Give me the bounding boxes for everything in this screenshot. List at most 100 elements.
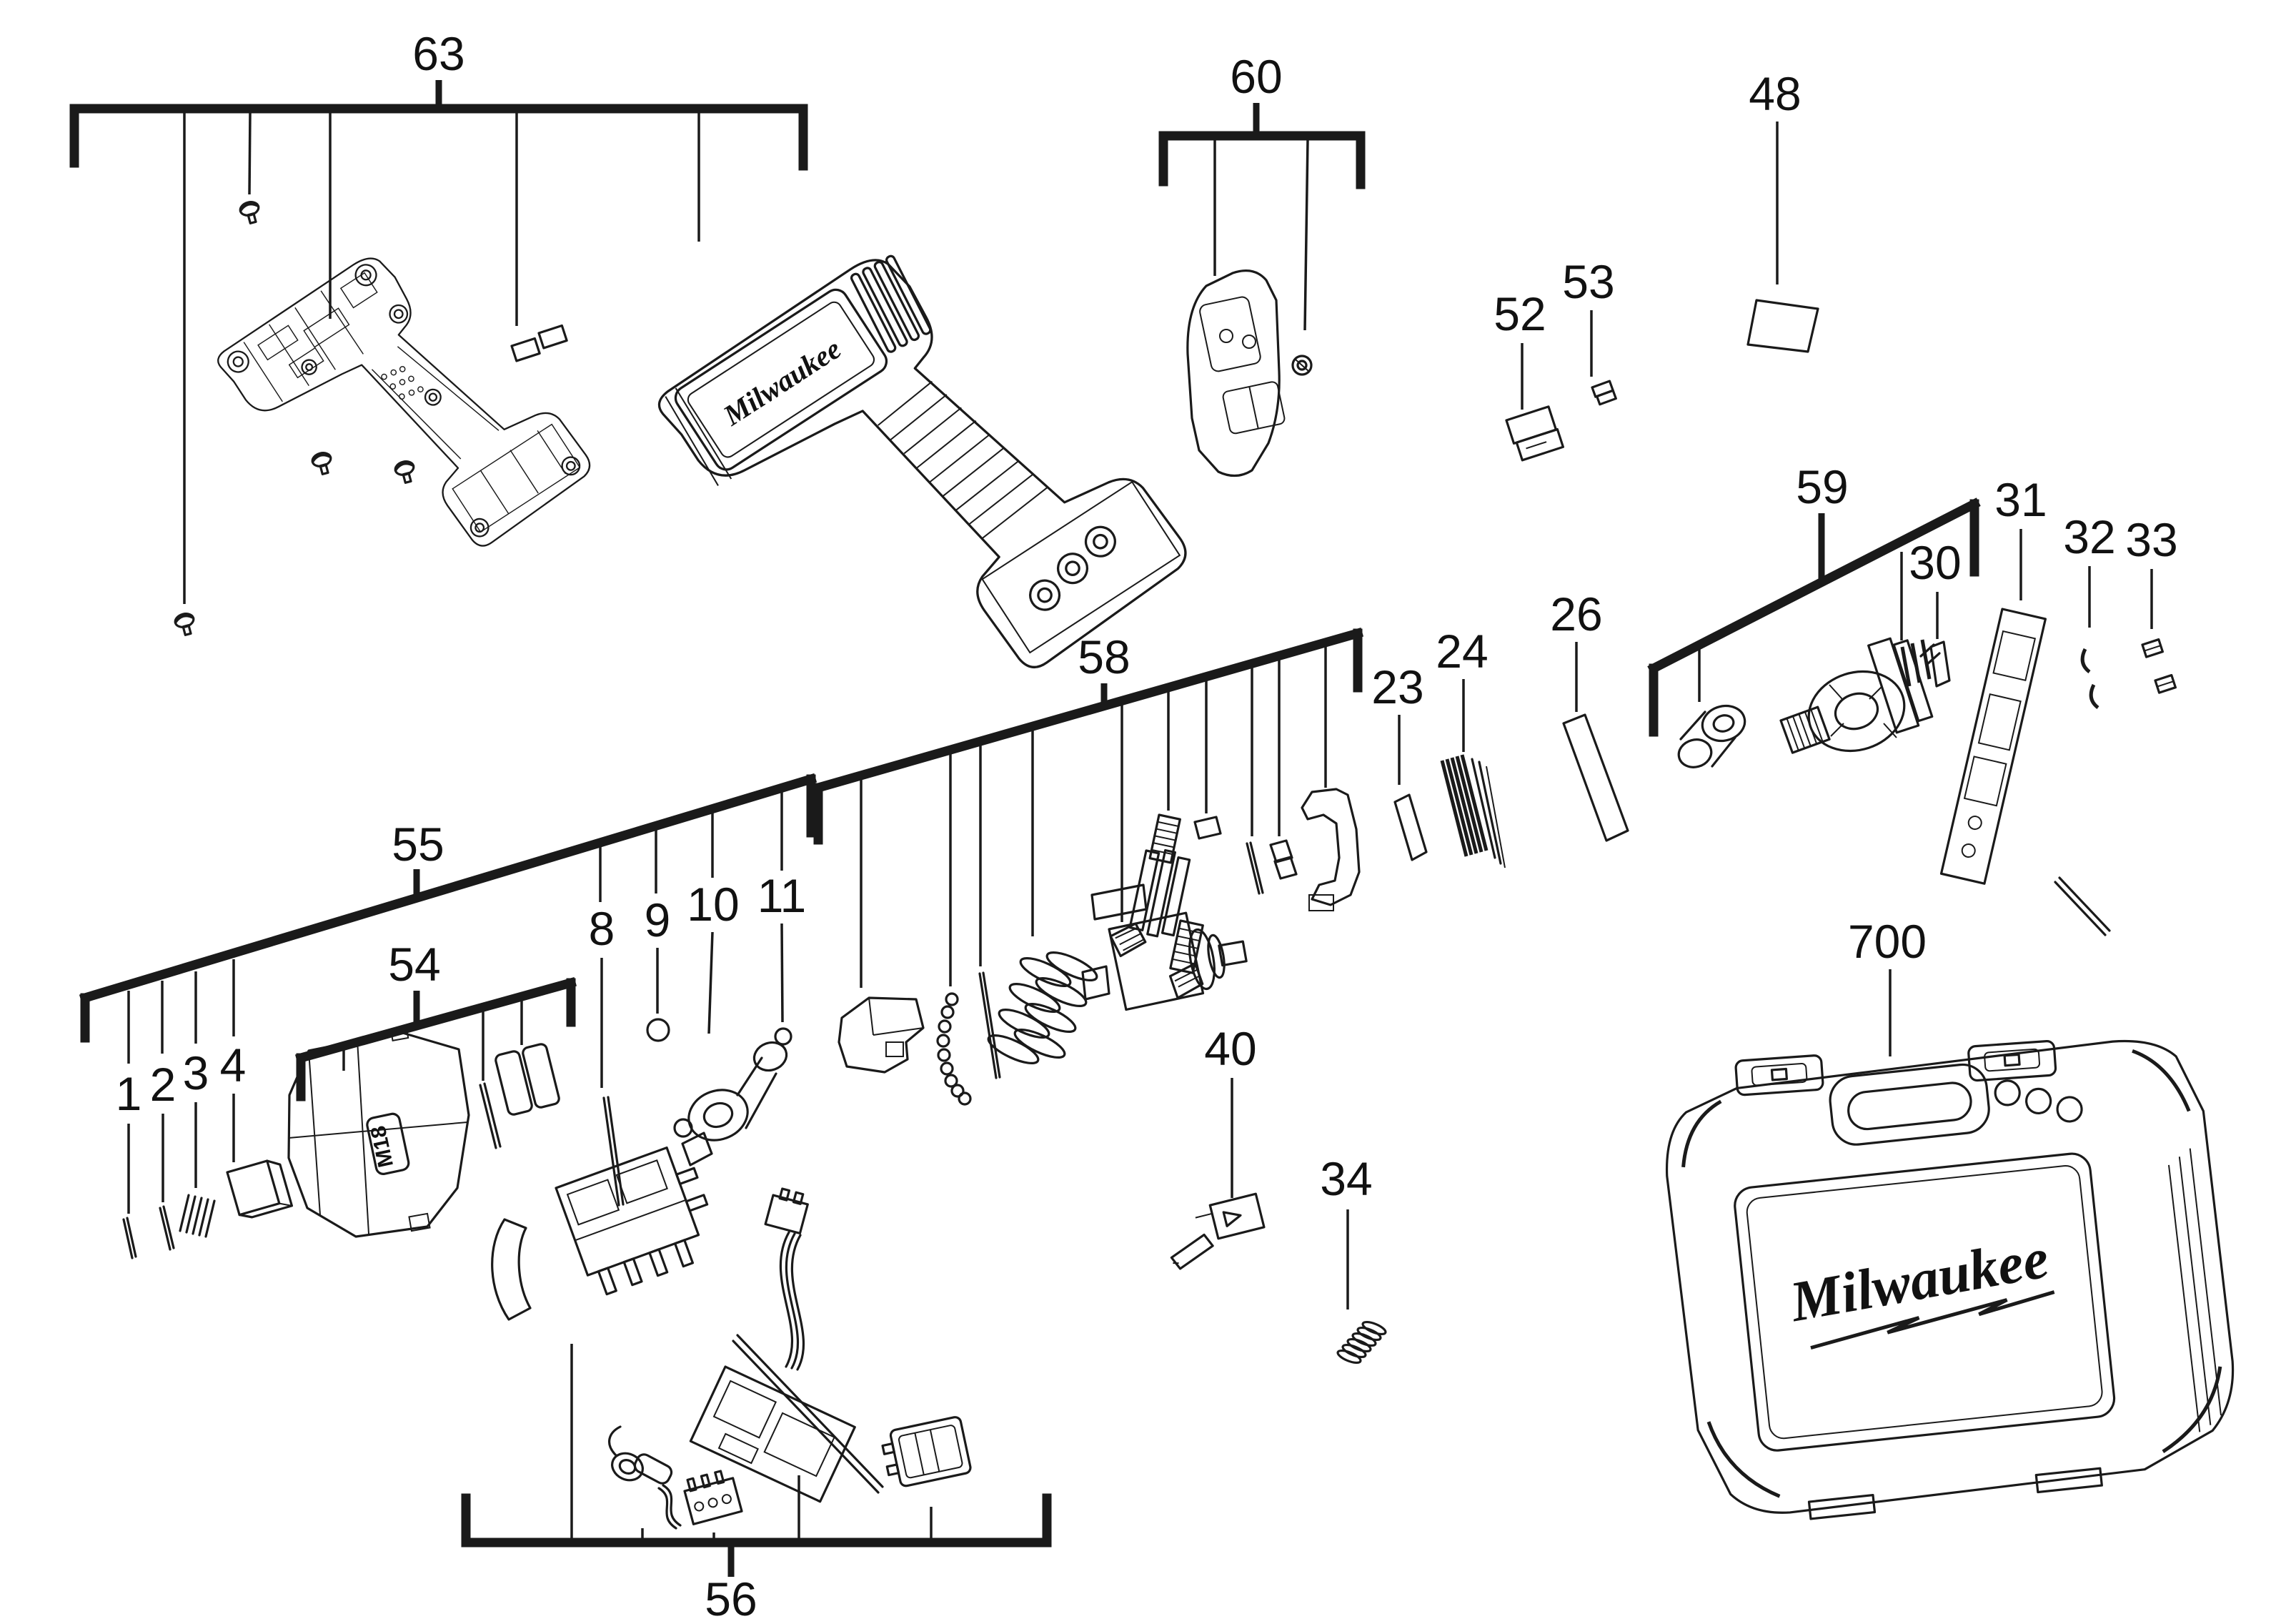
part-block-4 bbox=[226, 1159, 294, 1219]
part-small-plate bbox=[1393, 793, 1428, 861]
part-control-pcb bbox=[689, 1187, 884, 1503]
part-ball-ring bbox=[936, 992, 972, 1106]
assembly-30-insulator: 30 bbox=[1909, 536, 1962, 688]
assembly-33-nuts: 33 bbox=[2125, 513, 2178, 694]
assembly-60-belt-clip: 60 bbox=[1158, 50, 1366, 477]
part-gear-cluster bbox=[1090, 813, 1204, 974]
part-rotor bbox=[1779, 637, 1941, 754]
assembly-26-bar: 26 bbox=[1550, 588, 1629, 842]
part-label-32: 32 bbox=[2063, 510, 2115, 563]
assembly-40-selector: 40 bbox=[1170, 1022, 1266, 1270]
part-belt-clip bbox=[1186, 269, 1286, 477]
part-electronic-module bbox=[881, 1416, 972, 1487]
bracket-60 bbox=[1158, 131, 1366, 189]
case-latch bbox=[1967, 1039, 2057, 1082]
part-label-34: 34 bbox=[1320, 1152, 1372, 1205]
part-circuit-board bbox=[1939, 608, 2111, 936]
part-pin bbox=[1246, 841, 1264, 895]
case-latch bbox=[1734, 1054, 1824, 1096]
bracket-63 bbox=[69, 104, 808, 171]
vent-hole-dots bbox=[381, 366, 424, 400]
part-retainer-frame bbox=[1301, 788, 1361, 911]
part-label-24: 24 bbox=[1436, 625, 1488, 678]
part-spring-3 bbox=[179, 1194, 216, 1238]
part-label-48: 48 bbox=[1749, 67, 1801, 120]
part-bearing bbox=[1677, 704, 1746, 768]
part-pin-2 bbox=[159, 1205, 175, 1251]
part-label-54: 54 bbox=[388, 938, 440, 991]
part-label-10: 10 bbox=[687, 878, 739, 931]
part-label-23: 23 bbox=[1371, 660, 1423, 713]
part-label-52: 52 bbox=[1494, 287, 1546, 340]
part-housing-half-interior bbox=[212, 214, 599, 615]
lightning-bolt-icon bbox=[1810, 1290, 2055, 1350]
leader-lines-8-11-lower bbox=[600, 923, 784, 1088]
assembly-48-label-sticker: 48 bbox=[1746, 67, 1819, 353]
leader-lines-60 bbox=[1213, 139, 1309, 331]
part-label-9: 9 bbox=[645, 893, 671, 946]
part-label-53: 53 bbox=[1562, 255, 1614, 308]
assembly-52-clip: 52 bbox=[1494, 287, 1565, 462]
contact-plate-icon bbox=[537, 324, 568, 350]
part-led-lens-wire bbox=[608, 1425, 682, 1530]
part-label-26: 26 bbox=[1550, 588, 1602, 640]
part-sticker bbox=[1746, 299, 1819, 353]
part-label-30: 30 bbox=[1909, 536, 1961, 589]
leader-lines-54 bbox=[342, 998, 523, 1081]
part-label-11: 11 bbox=[757, 869, 807, 922]
part-clip-52 bbox=[1505, 405, 1565, 462]
case-handle bbox=[1829, 1063, 1990, 1146]
contact-plate-icon bbox=[510, 337, 541, 362]
part-pin-1 bbox=[122, 1217, 137, 1259]
assembly-55-gearbox-set: 55 1 2 3 4 bbox=[79, 773, 817, 1259]
bracket-54 bbox=[294, 976, 577, 1101]
part-spacer-plates bbox=[1269, 839, 1298, 880]
part-detent-spring bbox=[1336, 1320, 1387, 1365]
part-label-8: 8 bbox=[589, 902, 615, 955]
assembly-32-wire-hooks: 32 bbox=[2063, 510, 2116, 709]
part-pin-54 bbox=[479, 1082, 502, 1149]
part-commutator-bars bbox=[1900, 639, 1932, 687]
screw-icon bbox=[311, 452, 332, 475]
part-label-700: 700 bbox=[1848, 915, 1927, 968]
leader-lines-1-4-lower bbox=[127, 1094, 235, 1214]
screw-icon bbox=[394, 460, 415, 484]
screw-boss-icons bbox=[227, 264, 581, 538]
part-label-55: 55 bbox=[392, 818, 444, 871]
part-ring-11 bbox=[774, 1027, 792, 1046]
assembly-63-housing-set: 63 bbox=[69, 27, 1199, 766]
assembly-58-impact-mechanism: 58 bbox=[812, 627, 1364, 1106]
foot-screw-holes bbox=[981, 480, 1181, 654]
part-hammer-spindle bbox=[1081, 911, 1248, 1011]
bracket-58 bbox=[812, 627, 1364, 845]
leader-lines-58 bbox=[860, 643, 1327, 988]
part-ring-9 bbox=[646, 1018, 670, 1042]
leader-lines-55 bbox=[127, 791, 783, 1064]
bracket-55 bbox=[79, 773, 817, 1043]
housing-logo-text: Milwaukee bbox=[717, 332, 847, 432]
vent-slots bbox=[850, 254, 932, 353]
part-wire-hook bbox=[2089, 683, 2099, 709]
screw-icon bbox=[239, 201, 260, 224]
part-insulator-plate bbox=[1929, 640, 1951, 688]
part-label-40: 40 bbox=[1204, 1022, 1256, 1075]
part-square-nut bbox=[2154, 673, 2177, 694]
gearbox-badge-text: M18 bbox=[367, 1124, 398, 1169]
part-label-2: 2 bbox=[150, 1058, 177, 1111]
part-spacer-set-54 bbox=[495, 1043, 560, 1116]
part-connector bbox=[683, 1470, 743, 1525]
part-wire-hook bbox=[2080, 648, 2091, 673]
part-square-nut bbox=[2141, 638, 2164, 658]
assembly-53-clip: 53 bbox=[1562, 255, 1617, 406]
gearbox-badge: M18 bbox=[366, 1112, 410, 1175]
assembly-24-brush-stack: 24 bbox=[1436, 625, 1506, 868]
assembly-34-spring: 34 bbox=[1320, 1152, 1387, 1365]
part-label-60: 60 bbox=[1230, 50, 1282, 103]
part-label-33: 33 bbox=[2125, 513, 2177, 566]
assembly-23-plate: 23 bbox=[1371, 660, 1428, 861]
bracket-59 bbox=[1647, 497, 1981, 737]
part-anvil-block bbox=[838, 996, 925, 1074]
part-label-59: 59 bbox=[1796, 460, 1848, 513]
